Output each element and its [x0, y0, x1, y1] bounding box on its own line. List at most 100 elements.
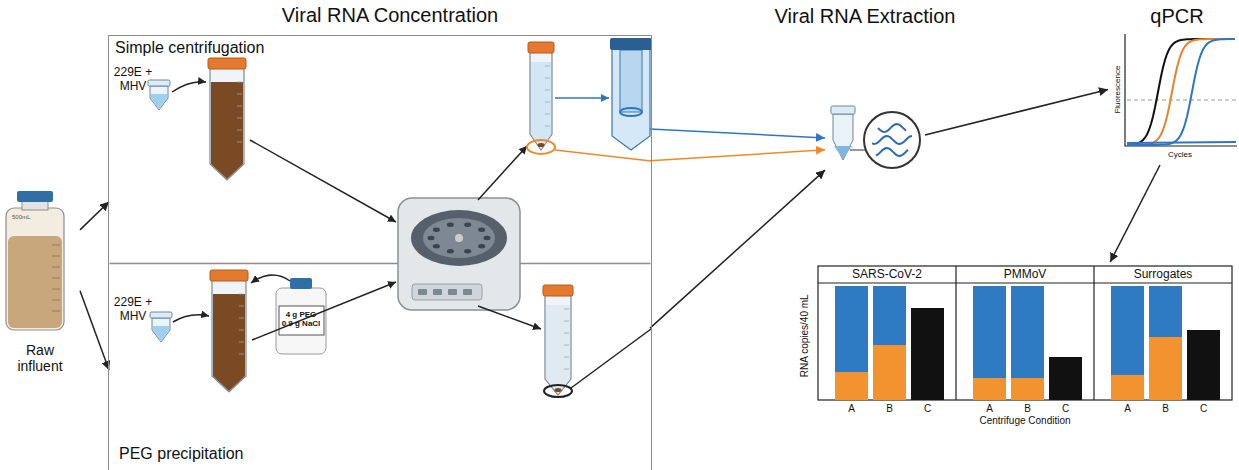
- flow-arrow: [650, 150, 825, 161]
- bottle-body: [276, 288, 326, 354]
- plot-axes: [1125, 34, 1237, 146]
- flow-arrow: [478, 306, 541, 329]
- rotor-slot: [464, 222, 471, 226]
- bar-segment: [973, 286, 1006, 378]
- graduation-mark: [52, 245, 60, 246]
- facet-title: Surrogates: [1098, 268, 1228, 282]
- pellet: [555, 388, 562, 392]
- graduation-mark: [239, 330, 244, 331]
- rna-strand: [878, 124, 906, 132]
- bottle-label-frame: [279, 306, 324, 335]
- flow-arrow: [173, 315, 209, 322]
- flow-line: [571, 329, 651, 388]
- bar-segment: [1011, 286, 1044, 378]
- tube-cap: [148, 80, 170, 86]
- flow-arrow: [80, 202, 109, 230]
- bar-segment: [911, 308, 944, 400]
- pellet: [538, 143, 545, 147]
- chart-drawing: [818, 266, 1232, 400]
- rotor-slot: [447, 222, 454, 226]
- tube-body: [833, 114, 853, 160]
- tube-liquid: [151, 94, 167, 109]
- rotor-well: [411, 210, 507, 266]
- tick-label: B: [880, 403, 900, 415]
- section-heading: Viral RNA Concentration: [240, 4, 540, 27]
- axis-title: Cycles: [1160, 150, 1200, 159]
- flow-line: [555, 150, 651, 161]
- flow-arrow: [925, 89, 1108, 135]
- bar-segment: [835, 372, 868, 400]
- graduation-mark: [237, 82, 242, 83]
- facet-divider: [955, 266, 956, 400]
- tube-cap: [528, 42, 554, 53]
- graduation-mark: [239, 318, 244, 319]
- graduation-mark: [239, 294, 244, 295]
- tick-label: B: [1156, 403, 1176, 415]
- graduation-mark: [564, 369, 569, 370]
- graduation-mark: [237, 130, 242, 131]
- graduation-mark: [52, 289, 60, 290]
- tube-cap: [543, 285, 573, 296]
- graduation-mark: [545, 114, 550, 115]
- section-heading: Viral RNA Extraction: [755, 5, 975, 28]
- falcon-tube: [210, 270, 248, 392]
- spike-label: 229E + MHV: [109, 66, 157, 102]
- graduation-mark: [545, 126, 550, 127]
- section-heading: qPCR: [1137, 5, 1217, 28]
- tube-cap: [831, 106, 855, 114]
- peg-bottle-drawing: [276, 278, 326, 354]
- graduation-mark: [237, 142, 242, 143]
- rotor-slot: [464, 249, 471, 253]
- rotor-slot: [428, 236, 435, 240]
- filter-unit: [610, 38, 652, 150]
- micro-tube: [148, 80, 170, 110]
- bar-segment: [873, 345, 906, 400]
- tick-label: A: [1118, 403, 1138, 415]
- axis-title: Centrifuge Condition: [960, 415, 1090, 427]
- extraction-step: Viral RNA Extraction: [825, 105, 925, 175]
- qpcr-plot: qPCRFluorescenceCycles: [1108, 30, 1238, 165]
- rotor-slot: [484, 236, 491, 240]
- tick-label: C: [1194, 403, 1214, 415]
- rna-strand: [872, 136, 912, 144]
- facet-title: SARS-CoV-2: [822, 268, 952, 282]
- graduation-mark: [545, 90, 550, 91]
- bar-chart: SARS-CoV-2PMMoVSurrogatesRNA copies/40 m…: [795, 262, 1239, 462]
- tube-liquid: [153, 326, 169, 341]
- rotor-slot: [433, 228, 440, 232]
- graduation-mark: [237, 118, 242, 119]
- qpcr-drawing: [1125, 34, 1237, 146]
- threshold-line: [1127, 100, 1236, 101]
- pellet-highlight: [544, 385, 572, 397]
- control-button: [463, 289, 472, 295]
- axis-title: Fluorescence: [1113, 55, 1122, 125]
- tube-cap: [208, 58, 246, 69]
- tube-liquid: [834, 146, 852, 159]
- magnifier: [864, 112, 920, 168]
- graduation-mark: [52, 267, 60, 268]
- amplification-curve: [1127, 142, 1236, 143]
- tube-body: [150, 86, 168, 110]
- stage-panel: Viral RNA ConcentrationSimple centrifuga…: [108, 35, 652, 470]
- rotor-slot: [478, 244, 485, 248]
- tube-liquid: [546, 305, 570, 394]
- falcon-tube: [528, 42, 554, 150]
- control-button: [433, 289, 442, 295]
- flow-arrow: [478, 146, 527, 200]
- control-panel: [412, 284, 482, 300]
- amplification-curve: [1127, 39, 1235, 145]
- bar-segment: [1149, 337, 1182, 400]
- graduation-mark: [564, 345, 569, 346]
- method-panel: Simple centrifugation229E + MHV: [109, 36, 650, 263]
- flow-arrow: [650, 129, 825, 138]
- bottle-body: [6, 208, 64, 330]
- axis-title: RNA copies/40 mL: [799, 276, 811, 396]
- graduation-mark: [239, 342, 244, 343]
- tube-liquid: [531, 62, 551, 149]
- flow-arrow: [555, 97, 609, 99]
- graduation-mark: [545, 66, 550, 67]
- pellet-highlight: [527, 140, 555, 154]
